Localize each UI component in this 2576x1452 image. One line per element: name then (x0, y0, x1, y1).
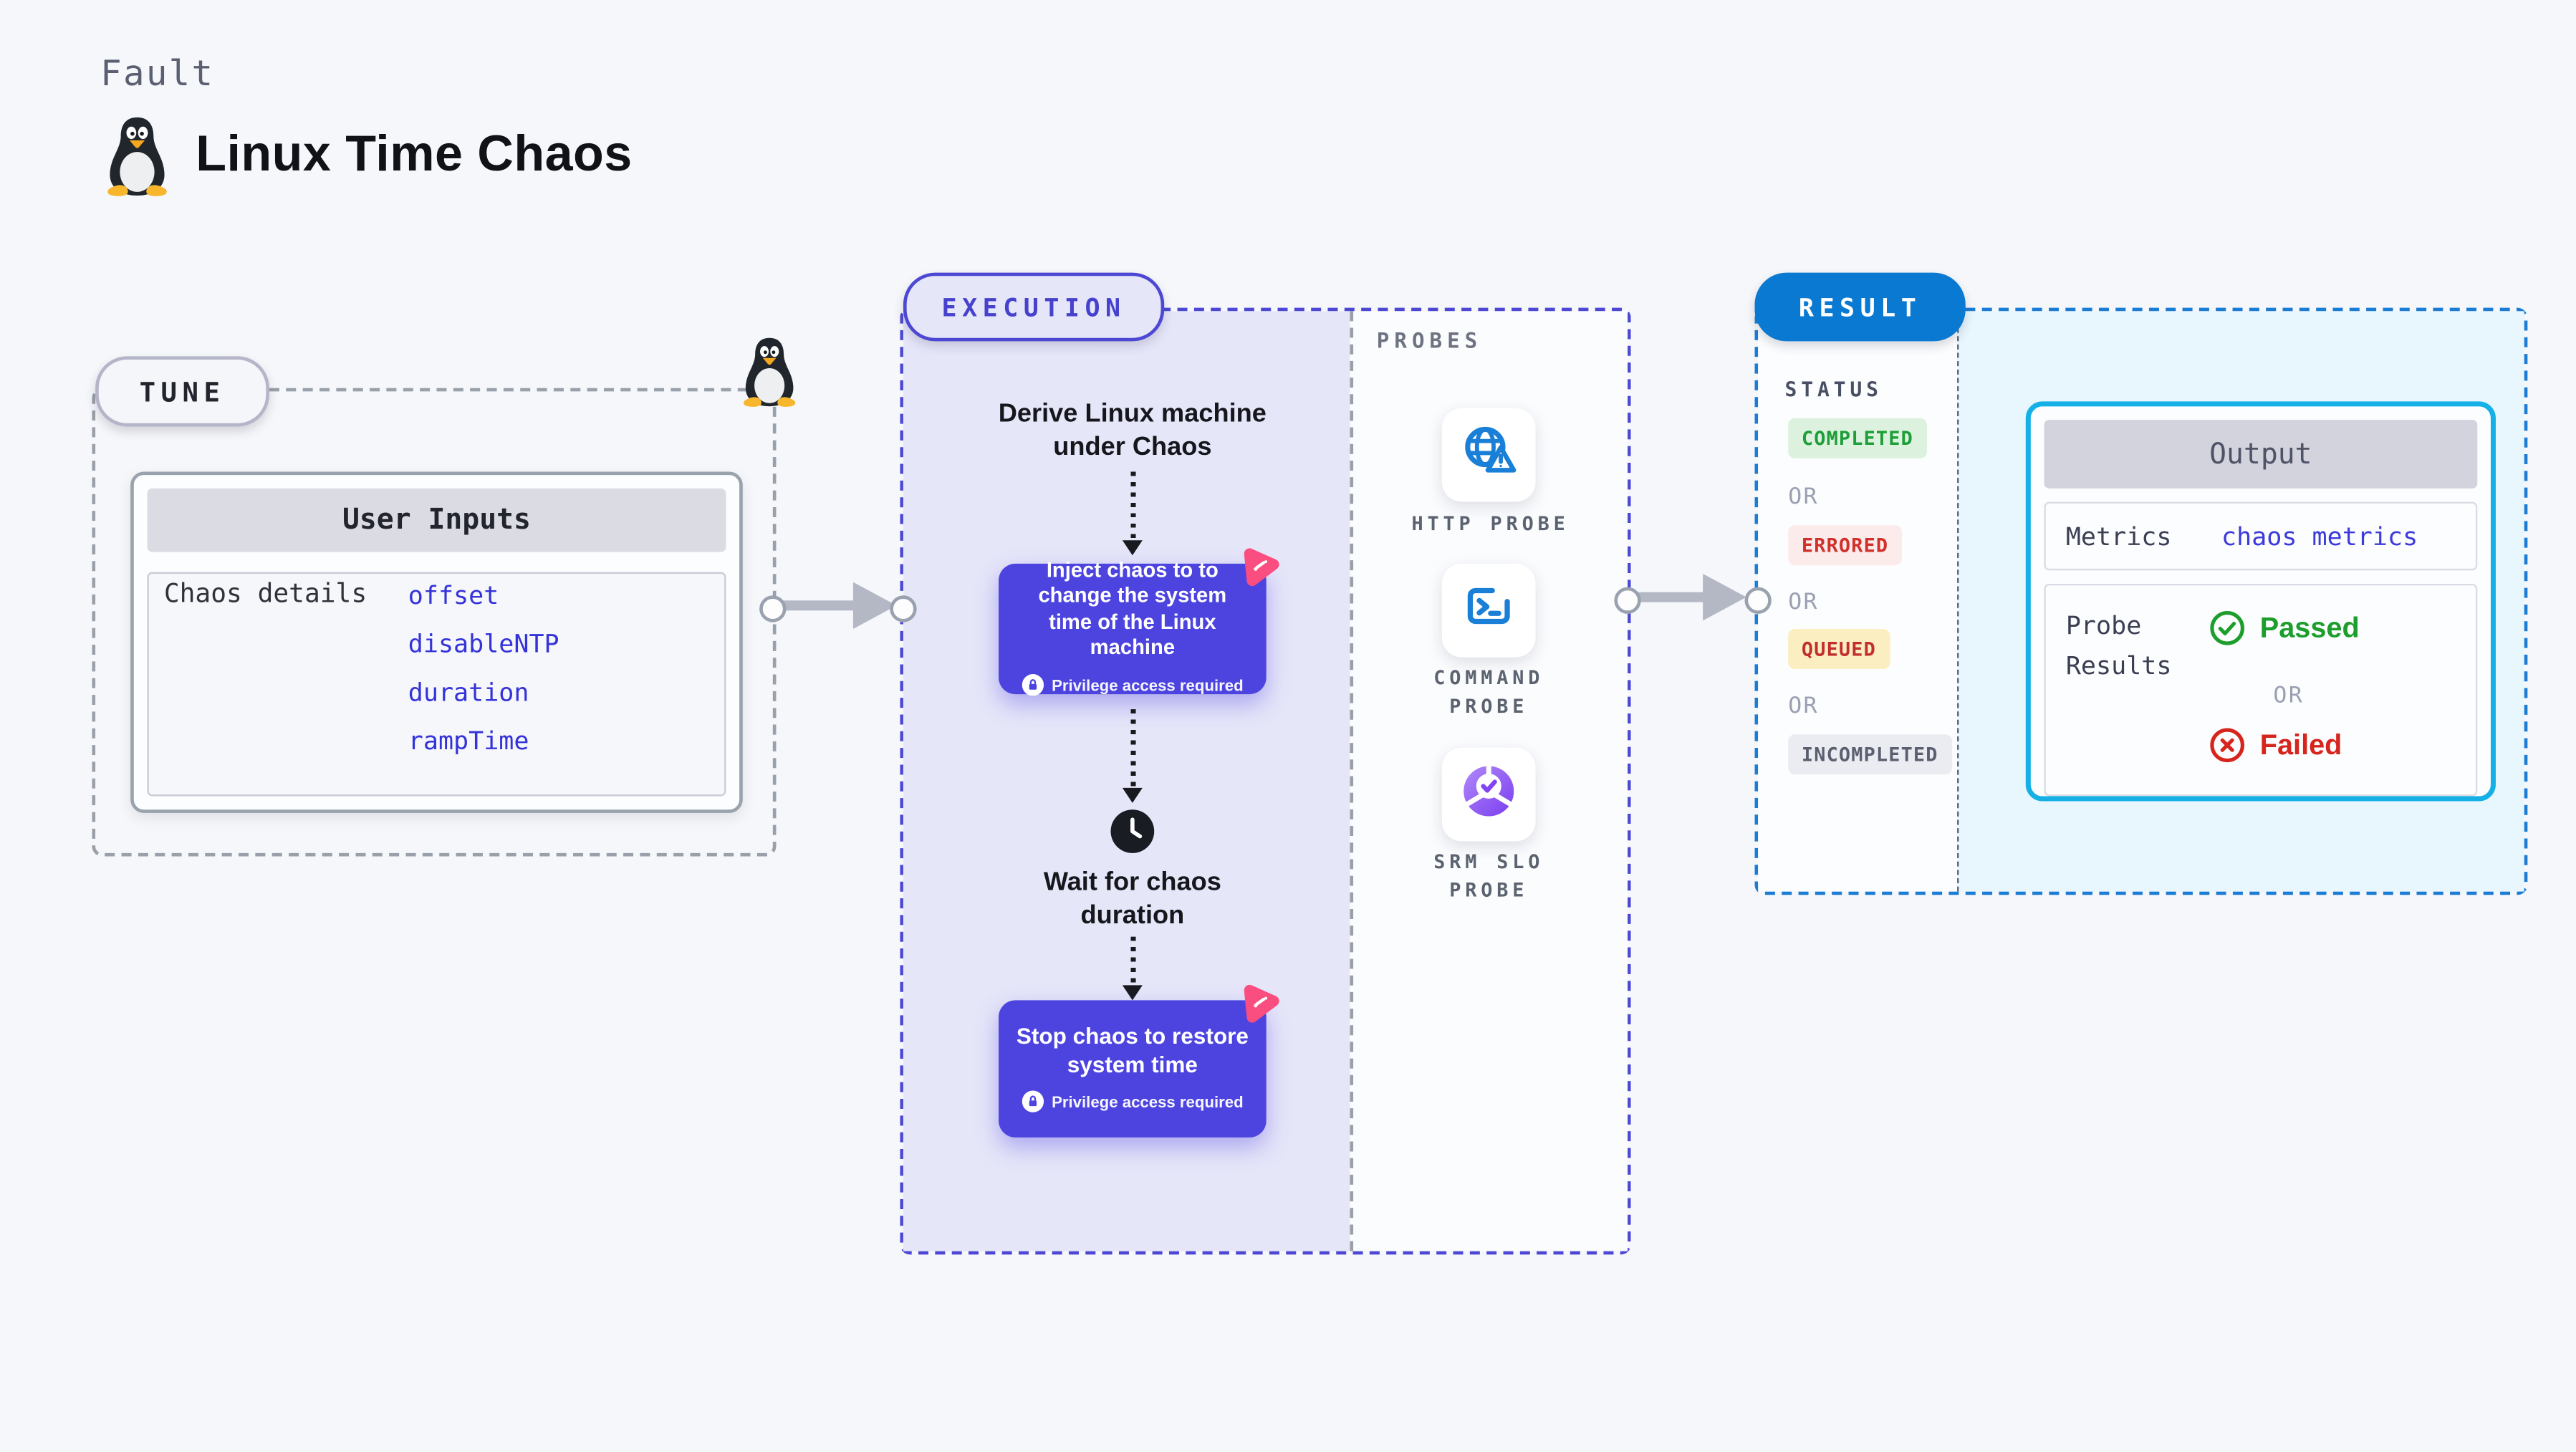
command-probe-card (1441, 563, 1536, 658)
chaos-logo-icon (1238, 982, 1282, 1026)
check-circle-icon (2208, 609, 2246, 648)
flow-arrowhead (1703, 573, 1746, 621)
http-probe-label: HTTP PROBE (1411, 511, 1570, 536)
x-circle-icon (2208, 726, 2246, 764)
flow-down-arrow (1130, 709, 1135, 790)
flow-arrow-line (779, 600, 857, 611)
execution-badge: EXECUTION (903, 272, 1165, 342)
user-inputs-card: User Inputs Chaos details offset disable… (130, 471, 743, 813)
input-value: duration (408, 677, 529, 708)
failed-label: Failed (2259, 729, 2342, 761)
probe-results-label: Probe Results (2065, 610, 2172, 681)
metrics-row: Metrics chaos metrics (2044, 501, 2478, 571)
page-title: Linux Time Chaos (196, 127, 633, 183)
chaos-details-label: Chaos details (163, 578, 367, 609)
http-probe-card (1441, 408, 1536, 502)
terminal-icon (1461, 578, 1517, 643)
flow-down-arrow (1130, 936, 1135, 987)
inject-chaos-box: Inject chaos to to change the system tim… (999, 548, 1279, 696)
metrics-value: chaos metrics (2221, 521, 2418, 552)
connector-node (1614, 587, 1641, 614)
status-zone: STATUS COMPLETED OR ERRORED OR QUEUED OR… (1758, 311, 1958, 892)
status-label: STATUS (1784, 378, 1883, 402)
flow-arrow-line (1634, 592, 1706, 602)
execution-section: PROBES HTTP PROBE (900, 272, 1631, 1255)
status-badge-completed: COMPLETED (1788, 418, 1927, 458)
stop-chaos-box: Stop chaos to restore system time Privil… (999, 984, 1279, 1138)
srm-slo-probe-card (1441, 747, 1536, 842)
privilege-note: Privilege access required (1052, 677, 1244, 696)
tux-penguin-icon (100, 114, 174, 198)
privilege-note: Privilege access required (1052, 1094, 1244, 1112)
probes-label: PROBES (1376, 327, 1483, 353)
user-inputs-title: User Inputs (147, 488, 726, 552)
user-inputs-body (147, 572, 726, 797)
flow-down-arrow (1130, 471, 1135, 542)
connector-node (1744, 587, 1772, 614)
clock-icon (1109, 808, 1155, 855)
fault-eyebrow: Fault (100, 53, 215, 94)
output-zone: Output Metrics chaos metrics Probe Resul… (1957, 311, 2524, 892)
lock-icon (1022, 673, 1044, 700)
srm-slo-probe-label: SRM SLO PROBE (1433, 850, 1544, 902)
or-label: OR (1788, 588, 1819, 616)
probe-results-row: Probe Results Passed OR (2044, 583, 2478, 797)
connector-node (759, 595, 787, 622)
tux-penguin-icon (738, 335, 802, 408)
or-label: OR (1788, 483, 1819, 511)
tune-section (92, 388, 777, 857)
lock-icon (1022, 1090, 1044, 1116)
stop-chaos-text: Stop chaos to restore system time (1016, 1022, 1249, 1077)
result-section: STATUS COMPLETED OR ERRORED OR QUEUED OR… (1754, 272, 2528, 895)
status-badge-incompleted: INCOMPLETED (1788, 734, 1952, 775)
input-value: disableNTP (408, 628, 559, 660)
chaos-logo-icon (1238, 545, 1282, 589)
chaos-details-values: offset disableNTP duration rampTime (408, 579, 559, 758)
probes-zone: PROBES HTTP PROBE (1350, 311, 1628, 1251)
command-probe-label: COMMAND PROBE (1433, 665, 1544, 718)
status-badge-errored: ERRORED (1788, 525, 1902, 566)
or-label: OR (2273, 682, 2305, 710)
globe-alert-icon (1458, 423, 1519, 488)
wait-step-label: Wait for chaos duration (1043, 867, 1221, 930)
slo-donut-check-icon (1458, 760, 1519, 829)
inject-chaos-text: Inject chaos to to change the system tim… (1038, 557, 1227, 660)
derive-step-label: Derive Linux machine under Chaos (998, 400, 1267, 461)
passed-label: Passed (2259, 612, 2360, 645)
input-value: offset (408, 580, 499, 611)
output-title: Output (2044, 420, 2478, 489)
connector-node (890, 595, 917, 622)
input-value: rampTime (408, 726, 529, 756)
flow-arrowhead (852, 582, 897, 629)
metrics-label: Metrics (2065, 521, 2172, 552)
status-badge-queued: QUEUED (1788, 628, 1890, 670)
tune-badge: TUNE (95, 356, 269, 427)
result-badge: RESULT (1754, 272, 1966, 342)
output-card: Output Metrics chaos metrics Probe Resul… (2025, 401, 2496, 802)
or-label: OR (1788, 692, 1819, 720)
